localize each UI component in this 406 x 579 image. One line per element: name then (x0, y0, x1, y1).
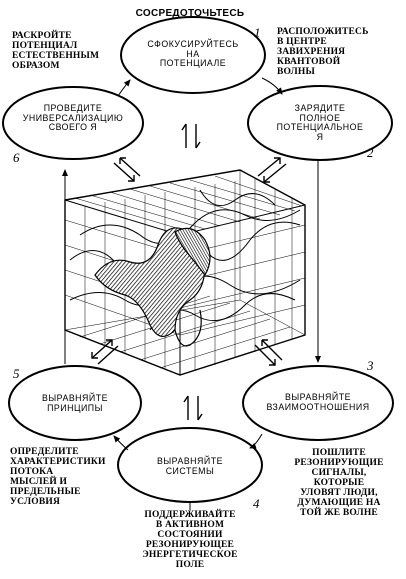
note-bottom-right: ПОШЛИТЕ РЕЗОНИРУЮЩИЕ СИГНАЛЫ, КОТОРЫЕ УЛ… (294, 448, 384, 518)
step-number-3: 3 (367, 358, 374, 373)
arrow-4-to-5 (113, 435, 129, 451)
oval-relationships (242, 365, 394, 441)
double-arrow-bottom (183, 395, 203, 421)
top-label: СОСРЕДОТОЧЬТЕСЬ (135, 8, 245, 19)
oval-universalize (2, 86, 144, 160)
step-number-5: 5 (13, 366, 20, 381)
oval-relationships-label: ВЫРАВНЯЙТЕ ВЗАИМООТНОШЕНИЯ (266, 392, 370, 412)
oval-principles-label: ВЫРАВНЯЙТЕ ПРИНЦИПЫ (42, 393, 108, 413)
double-arrow-right (254, 339, 283, 366)
note-top-left: РАСКРОЙТЕ ПОТЕНЦИАЛ ЕСТЕСТВЕННЫМ ОБРАЗОМ (12, 31, 100, 71)
oval-universalize-label: ПРОВЕДИТЕ УНИВЕРСАЛИЗАЦИЮ СВОЕГО Я (22, 103, 124, 132)
oval-charge-label: ЗАРЯДИТЕ ПОЛНОЕ ПОТЕНЦИАЛЬНОЕ Я (276, 103, 364, 142)
step-number-6: 6 (13, 150, 20, 165)
step-number-1: 1 (254, 25, 261, 40)
note-top-right: РАСПОЛОЖИТЕСЬ В ЦЕНТРЕ ЗАВИХРЕНИЯ КВАНТО… (277, 27, 369, 77)
oval-systems-label: ВЫРАВНЯЙТЕ СИСТЕМЫ (157, 456, 223, 476)
oval-charge (247, 85, 393, 161)
arrow-1-to-2 (261, 77, 283, 95)
double-arrow-top (181, 123, 201, 149)
double-arrows (92, 123, 286, 421)
step-number-2: 2 (367, 145, 374, 160)
oval-focus-label: СФОКУСИРУЙТЕСЬ НА ПОТЕНЦИАЛЕ (147, 39, 239, 68)
arrow-6-to-1 (117, 79, 131, 97)
double-arrow-upper-left (113, 157, 141, 182)
cube-hatched-surface (94, 227, 206, 337)
note-bottom-left: ОПРЕДЕЛИТЕ ХАРАКТЕРИСТИКИ ПОТОКА МЫСЛЕЙ … (10, 447, 106, 507)
oval-focus (120, 16, 266, 94)
cube-hatched-ridge (174, 227, 211, 277)
arrow-3-to-4 (249, 433, 263, 449)
step-number-4: 4 (253, 496, 260, 511)
note-bottom-center: ПОДДЕРЖИВАЙТЕ В АКТИВНОМ СОСТОЯНИИ РЕЗОН… (142, 510, 238, 570)
oval-principles (8, 365, 142, 441)
central-cube (64, 169, 306, 376)
double-arrow-upper-right (258, 157, 286, 182)
